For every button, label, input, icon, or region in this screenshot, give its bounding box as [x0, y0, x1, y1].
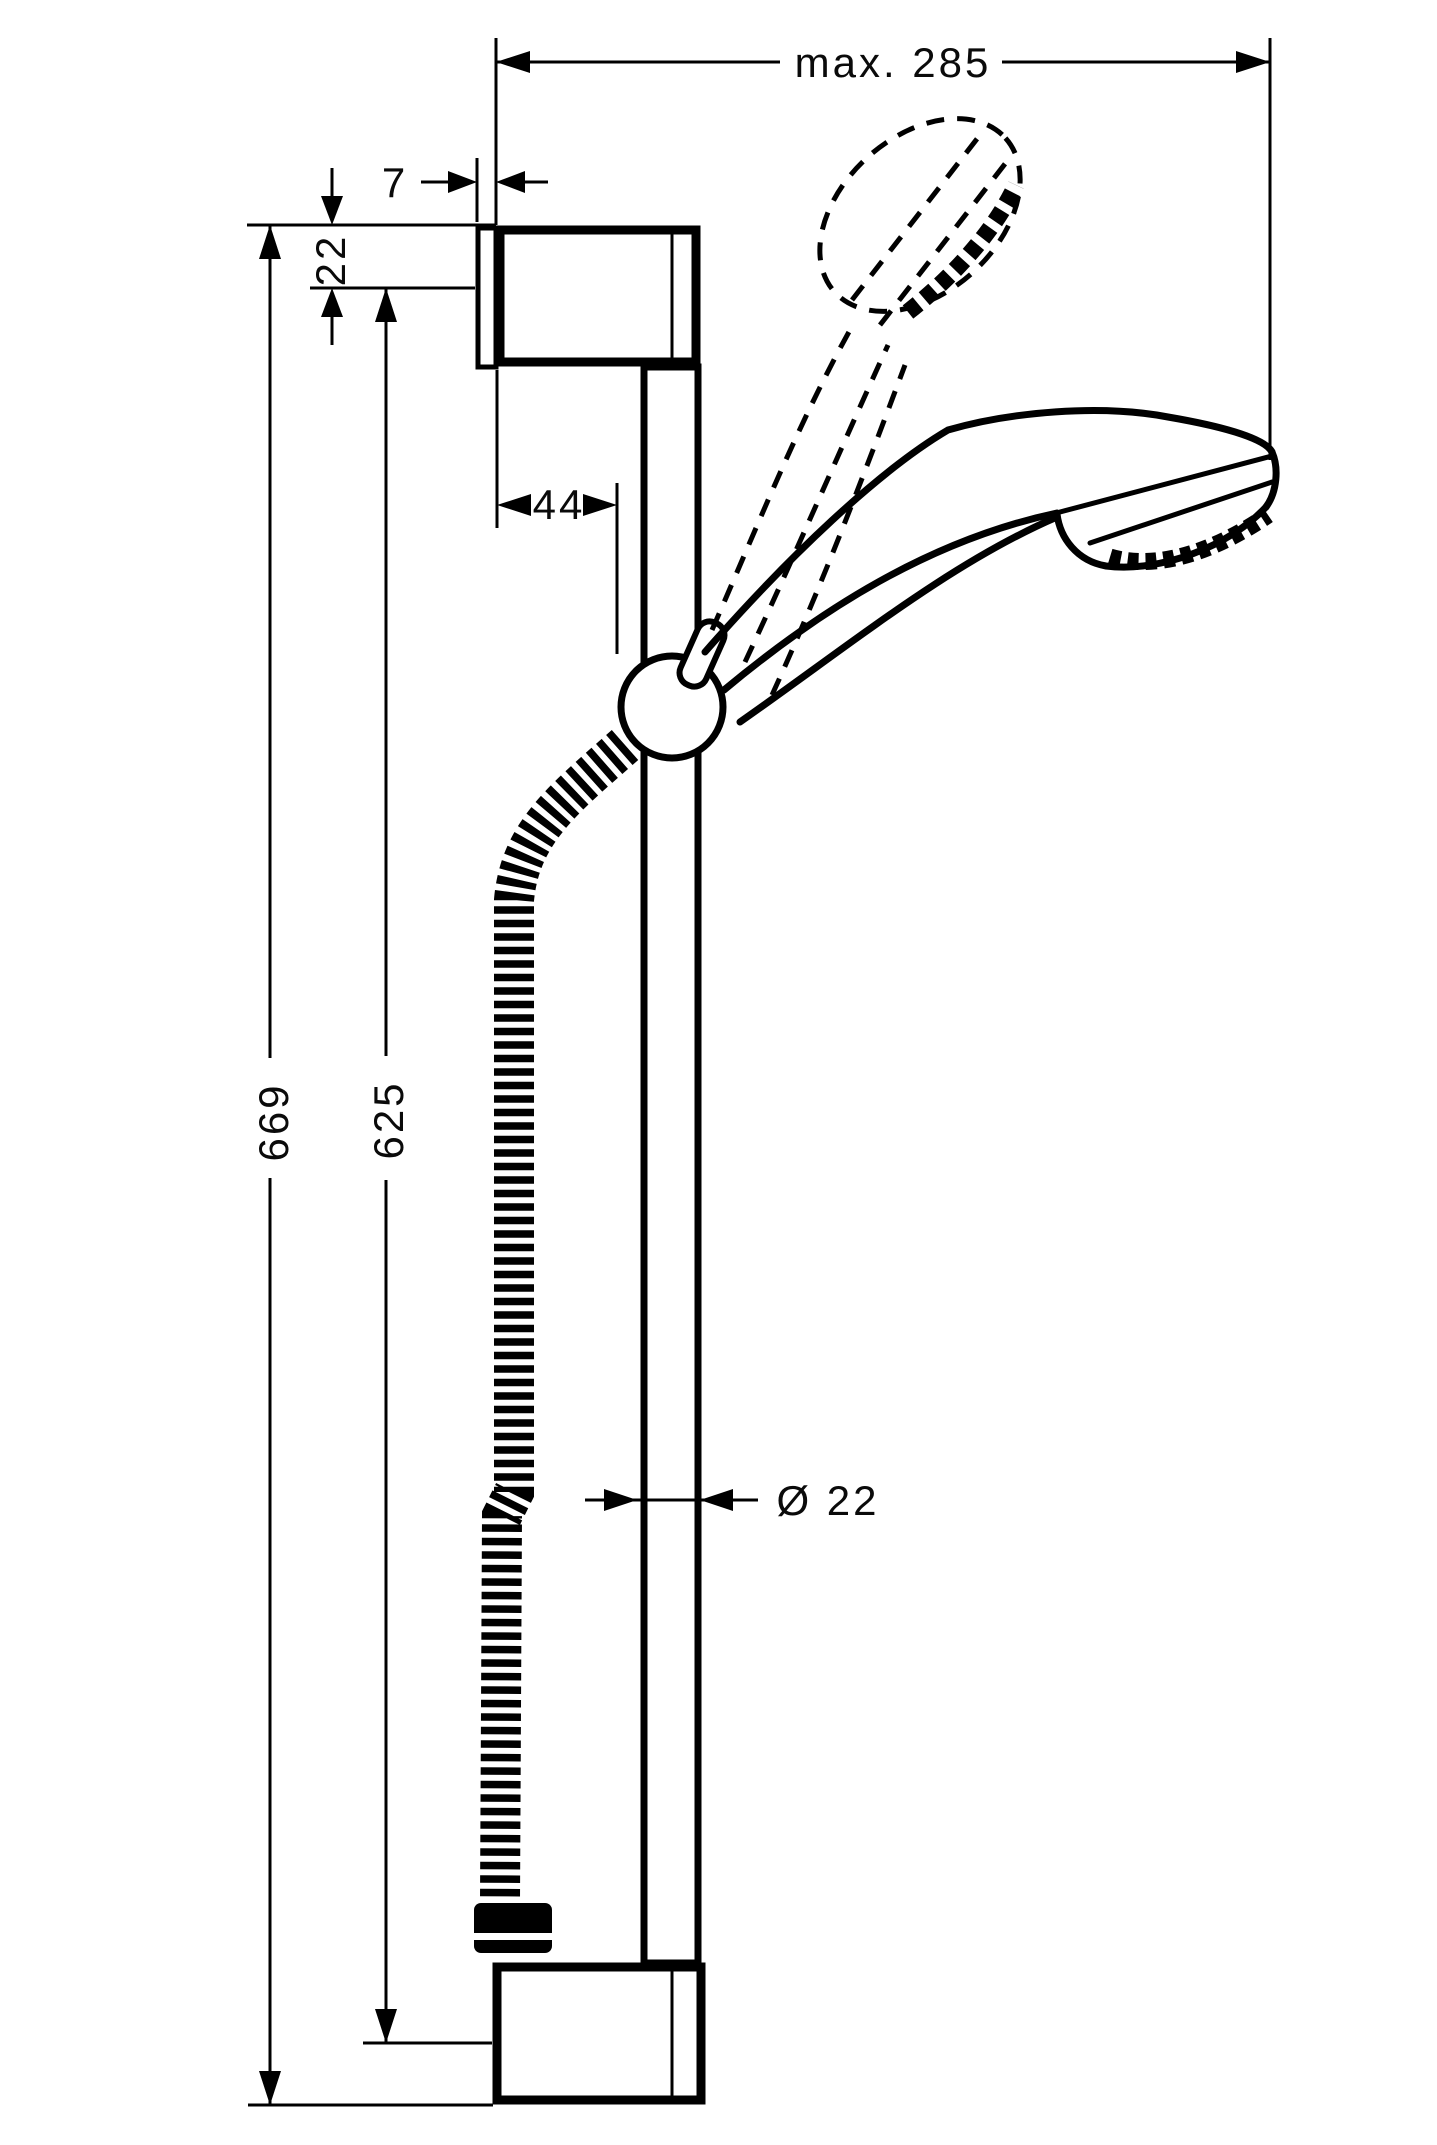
dimension-labels: max. 285 7 22 44 669 625 Ø 22: [250, 39, 992, 1524]
hand-shower-mid-edge: [720, 509, 1061, 694]
dim-overall-length-label: 669: [250, 1082, 297, 1161]
arrow-plate-right: [496, 171, 525, 193]
hand-shower-bottom-edge: [736, 513, 1061, 726]
hand-shower-right-cap: [1262, 448, 1280, 511]
arrow-offset-up: [321, 288, 343, 317]
hand-shower: [701, 407, 1280, 726]
dimension-arrows: [259, 51, 1270, 2105]
spray-face-nozzles: [1107, 507, 1273, 570]
wall-plate: [475, 225, 499, 370]
arrow-overall-bottom: [259, 2071, 281, 2105]
hand-shower-raised-dashed: [709, 116, 1024, 697]
arrow-overall-top: [259, 225, 281, 259]
bottom-bracket: [492, 1962, 706, 2105]
arrow-offset-down: [321, 196, 343, 225]
arrow-max-right: [1236, 51, 1270, 73]
dashed-head-outline: [817, 116, 1023, 314]
dim-top-offset-label: 22: [307, 234, 354, 287]
top-bracket-body: [495, 225, 701, 367]
top-bracket: [475, 225, 701, 370]
arrow-rail-top: [375, 288, 397, 322]
arrow-max-left: [496, 51, 530, 73]
dashed-head-line-1: [850, 133, 982, 302]
dashed-handle-edge-3: [769, 364, 908, 697]
shower-hose: [480, 730, 639, 1901]
arrow-diameter-left: [604, 1489, 637, 1511]
dashed-handle-edge-1: [709, 328, 853, 631]
arrow-baroffset-right: [583, 494, 617, 516]
dashed-spray-face: [902, 181, 1024, 319]
arrow-plate-left: [448, 171, 477, 193]
hose-nut: [474, 1903, 552, 1953]
arrow-rail-bottom: [375, 2009, 397, 2043]
dim-max-width-label: max. 285: [795, 39, 992, 86]
hand-shower-top-edge: [701, 407, 1276, 656]
slide-bar: [640, 363, 702, 1967]
bottom-bracket-body: [492, 1962, 706, 2105]
arrow-diameter-right: [700, 1489, 733, 1511]
dimension-lines: [247, 38, 1272, 2107]
face-plate-line-lower: [1087, 479, 1275, 546]
dashed-handle-edge-2: [742, 343, 891, 664]
dim-bar-offset-label: 44: [533, 481, 586, 528]
arrow-baroffset-left: [497, 494, 531, 516]
dim-rail-length-label: 625: [365, 1080, 412, 1159]
dim-plate-thickness-label: 7: [382, 159, 408, 206]
face-plate-line-upper: [1057, 453, 1275, 515]
dashed-head-line-2: [878, 158, 1010, 327]
dim-bar-diameter-label: Ø 22: [776, 1477, 879, 1524]
